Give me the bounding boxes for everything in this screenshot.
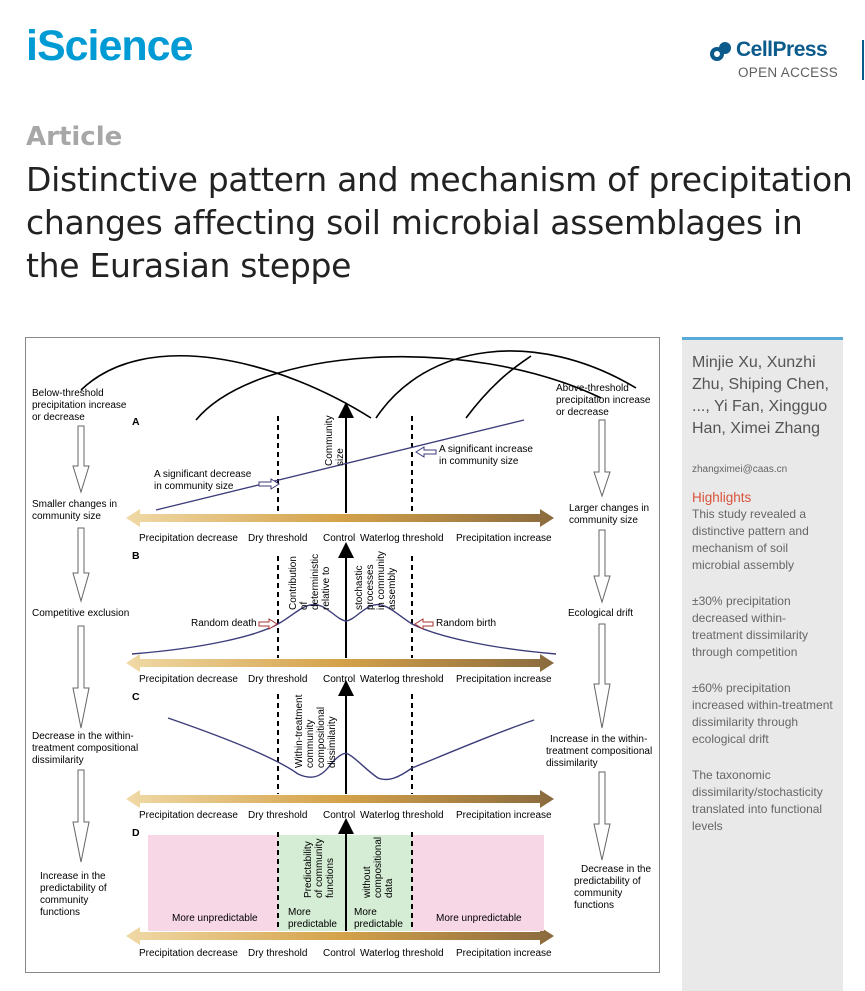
panel-letters: A B C D xyxy=(132,416,140,839)
panel-letter-c: C xyxy=(132,691,140,703)
threshold-lines xyxy=(277,416,413,931)
article-title: Distinctive pattern and mechanism of pre… xyxy=(26,160,853,285)
header-divider xyxy=(862,40,864,80)
panel-d-unpredictable-right: More unpredictable xyxy=(436,913,522,924)
down-arrow-right-4 xyxy=(593,771,611,861)
axis-arrow-c xyxy=(126,790,554,808)
panel-c-ylabel: Within-treatmentcommunitycompositionaldi… xyxy=(294,694,338,768)
down-arrow-left-2 xyxy=(72,527,90,603)
panel-d-unpredictable-left: More unpredictable xyxy=(172,913,258,924)
panel-a-trend-line xyxy=(155,419,525,511)
journal-logo: iScience xyxy=(26,22,193,70)
panel-d-ylabel-right: withoutcompositionaldata xyxy=(362,837,395,899)
panel-b-ylabel-left: Contributionofdeterministicrelative to xyxy=(288,554,332,610)
left-stage2-text: Competitive exclusion xyxy=(32,608,129,619)
highlight-item: This study revealed a distinctive patter… xyxy=(692,507,809,572)
down-arrow-right-3 xyxy=(593,623,611,729)
highlights-heading: Highlights xyxy=(692,490,752,505)
highlight-item: ±30% precipitation decreased within-trea… xyxy=(692,594,809,659)
panel-letter-d: D xyxy=(132,827,140,839)
panel-d-ylabel-left: Predictabilityof communityfunctions xyxy=(303,839,336,898)
axis-arrow-b xyxy=(126,654,554,672)
panel-b-curve xyxy=(131,603,557,655)
correspondence-email[interactable]: zhangximei@caas.cn xyxy=(692,464,788,475)
axis-arrow-d xyxy=(126,927,554,945)
panel-b-random-birth: Random birth xyxy=(436,618,496,629)
down-arrow-left-3 xyxy=(72,625,90,729)
highlight-item: ±60% precipitation increased within-trea… xyxy=(692,681,833,746)
highlight-item: The taxonomic dissimilarity/stochasticit… xyxy=(692,768,823,833)
panel-a-increase-pointer xyxy=(415,446,437,458)
panel-c-curve xyxy=(167,717,535,781)
down-arrow-left-4 xyxy=(72,769,90,863)
panel-d-regions xyxy=(148,835,544,931)
panel-b-ylabel-right: stochasticprocessesin communityassembly xyxy=(354,551,398,610)
precipitation-axes xyxy=(126,509,554,945)
panel-letter-a: A xyxy=(132,416,140,428)
panel-b-random-death: Random death xyxy=(191,618,257,629)
panel-letter-b: B xyxy=(132,550,140,562)
panel-b-birth-pointer xyxy=(414,618,434,630)
down-arrow-right-2 xyxy=(593,529,611,604)
panel-a-decrease-pointer xyxy=(258,478,280,490)
flow-arrows xyxy=(72,419,611,863)
left-stage3-text: Decrease in the within-treatment composi… xyxy=(32,731,138,766)
publisher-subtitle: OPEN ACCESS xyxy=(738,65,839,80)
down-arrow-left-1 xyxy=(72,425,90,494)
article-type: Article xyxy=(26,122,123,152)
authors: Minjie Xu, Xunzhi Zhu, Shiping Chen, ...… xyxy=(692,354,829,437)
axis-arrow-a xyxy=(126,509,554,527)
panel-b-death-pointer xyxy=(258,618,278,630)
sidebar: Minjie Xu, Xunzhi Zhu, Shiping Chen, ...… xyxy=(682,337,843,991)
right-stage2-text: Ecological drift xyxy=(568,608,633,619)
connector-arcs xyxy=(80,350,637,421)
panel-a-ylabel: Communitysize xyxy=(324,415,346,466)
right-stage3-text: Increase in the within-treatment composi… xyxy=(546,734,652,769)
cellpress-icon xyxy=(710,42,731,61)
down-arrow-right-1 xyxy=(593,419,611,498)
publisher-name: CellPress xyxy=(736,38,828,61)
